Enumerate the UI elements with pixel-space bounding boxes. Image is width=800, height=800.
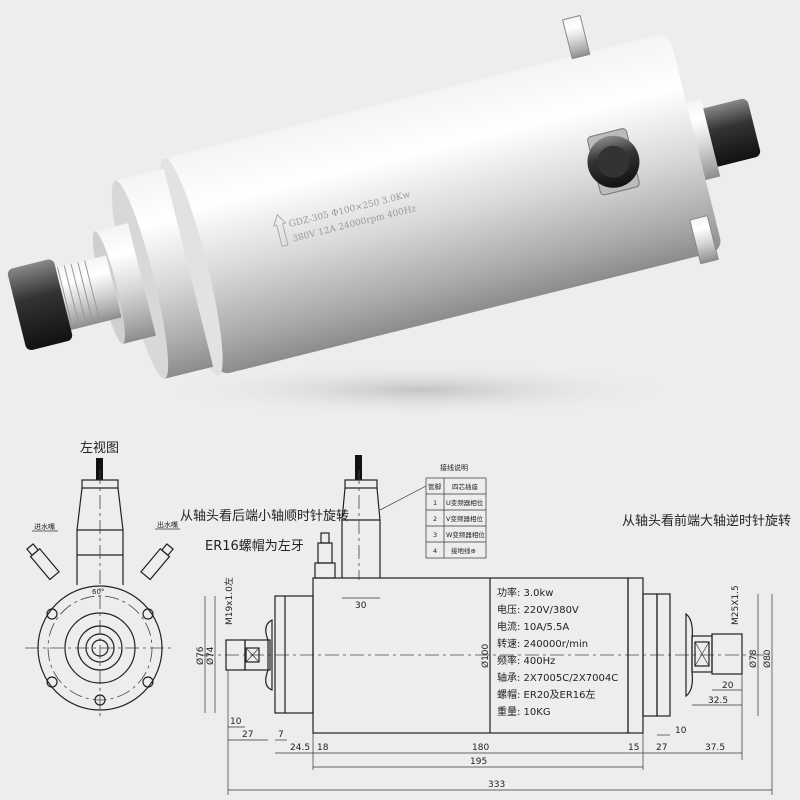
left-view-title: 左视图: [80, 441, 119, 456]
dim-32-5: 32.5: [708, 696, 728, 706]
table-cell: 2: [433, 515, 437, 523]
aviation-connector: [587, 128, 640, 196]
dim-d74: Ø74: [205, 646, 216, 665]
spec-speed: 转速: 240000r/min: [497, 637, 588, 650]
dim-333: 333: [488, 780, 505, 790]
dim-d78: Ø78: [748, 649, 759, 668]
dim-27-front: 27: [242, 730, 253, 740]
spec-voltage: 电压: 220V/380V: [497, 603, 579, 616]
er16-note: ER16螺帽为左牙: [205, 538, 304, 554]
spec-current: 电流: 10A/5.5A: [497, 620, 569, 633]
spec-frequency: 频率: 400Hz: [497, 654, 555, 667]
dim-m25: M25X1.5: [731, 585, 741, 625]
dim-20: 20: [722, 681, 734, 691]
dim-180: 180: [472, 743, 489, 753]
dim-15: 15: [628, 743, 639, 753]
table-cell: U变频器相位: [446, 498, 484, 507]
table-cell: 接地线⊕: [451, 546, 476, 555]
outlet-label: 出水嘴: [157, 520, 178, 529]
shadow: [160, 362, 680, 418]
front-flange: [115, 168, 214, 379]
dim-d76: Ø76: [195, 646, 206, 665]
table-cell: 3: [433, 531, 437, 539]
water-fitting: [562, 14, 591, 60]
shaft-thread: [52, 255, 122, 331]
wiring-table-title: 接线说明: [440, 463, 468, 472]
left-view-drawing: 左视图 进水嘴 出水嘴 60°: [25, 441, 180, 720]
dim-connector: 30: [355, 601, 367, 611]
dim-d100: Ø100: [480, 643, 491, 668]
dim-10-front: 10: [230, 717, 242, 727]
rear-rotation-note: 从轴头看后端小轴顺时针旋转: [180, 508, 349, 524]
dim-195: 195: [470, 757, 487, 767]
spec-nut: 螺帽: ER20及ER16左: [497, 688, 596, 701]
dim-27-rear: 27: [656, 743, 667, 753]
angle-label: 60°: [92, 588, 104, 596]
dim-18: 18: [317, 743, 329, 753]
table-header: 四芯插座: [452, 482, 479, 491]
rear-collet-nut: [699, 98, 761, 167]
side-view-drawing: 功率: 3.0kw 电压: 220V/380V 电流: 10A/5.5A 转速:…: [195, 455, 773, 795]
dim-d80: Ø80: [762, 649, 773, 668]
spec-power: 功率: 3.0kw: [497, 586, 553, 599]
water-fitting: [689, 215, 719, 265]
front-collet-nut: [7, 259, 73, 351]
front-rotation-note: 从轴头看前端大轴逆时针旋转: [622, 513, 791, 529]
table-cell: V变频器相位: [446, 514, 483, 523]
table-header: 管脚: [428, 482, 442, 491]
spindle-photo: GDZ-305 Φ100×250 3.0Kw 380V 12A 24000rpm…: [7, 14, 761, 418]
dim-37-5: 37.5: [705, 743, 725, 753]
table-cell: W变频器相位: [446, 530, 485, 539]
dim-24-5: 24.5: [290, 743, 310, 753]
dim-m19: M19x1.0左: [223, 577, 235, 625]
table-cell: 4: [433, 547, 437, 555]
inlet-label: 进水嘴: [34, 522, 55, 531]
spindle-body: [166, 35, 721, 374]
spec-list: 功率: 3.0kw 电压: 220V/380V 电流: 10A/5.5A 转速:…: [497, 586, 618, 718]
spec-weight: 重量: 10KG: [497, 705, 551, 718]
dim-10-rear: 10: [675, 726, 687, 736]
table-cell: 1: [433, 499, 437, 507]
wiring-table: 接线说明 管脚 四芯插座 1 U变频器相位 2 V变频器相位 3 W变频器相位 …: [379, 463, 487, 559]
spec-bearings: 轴承: 2X7005C/2X7004C: [497, 671, 618, 684]
dim-7: 7: [278, 730, 284, 740]
